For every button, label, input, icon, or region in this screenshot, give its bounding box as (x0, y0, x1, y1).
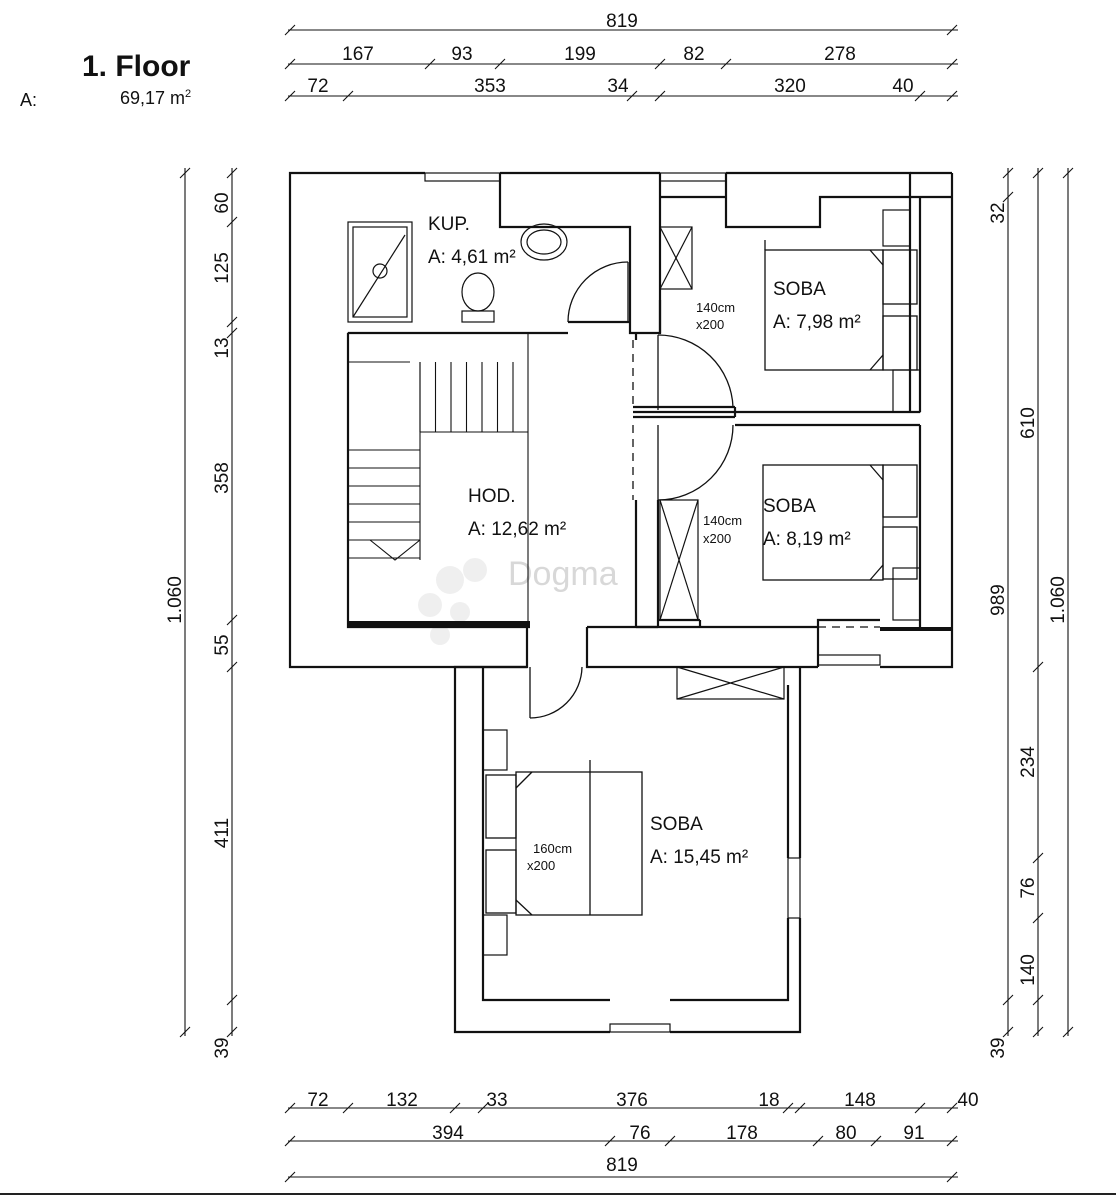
floor-area-superscript: 2 (185, 88, 192, 100)
dim-top2-3: 34 (607, 76, 629, 97)
dim-top-3: 199 (564, 44, 596, 65)
walls (288, 171, 954, 1034)
dim-right-a-2: 989 (988, 584, 1009, 616)
dim-left-total: 1.060 (165, 576, 186, 624)
bed1-length: x200 (696, 317, 724, 332)
dim-bottom-6: 148 (844, 1090, 876, 1111)
room-hod-area: A: 12,62 m² (468, 519, 566, 540)
dim-bottom-total: 819 (606, 1155, 638, 1176)
dim-right-a-3: 39 (988, 1037, 1009, 1058)
room-labels: KUP. A: 4,61 m² HOD. A: 12,62 m² SOBA A:… (428, 214, 861, 868)
floor-title: 1. Floor (82, 50, 191, 83)
dim-top2-1: 72 (307, 76, 328, 97)
floor-area-number: 69,17 m (120, 88, 186, 108)
dim-right-b-1: 610 (1018, 407, 1039, 439)
wall-fills (348, 621, 952, 631)
dim-top-2: 93 (451, 44, 472, 65)
dim-bottom2-2: 76 (629, 1123, 650, 1144)
dim-left-7: 39 (212, 1037, 233, 1058)
dim-top-4: 82 (683, 44, 704, 65)
dim-left-2: 125 (212, 252, 233, 284)
dim-bottom2-1: 394 (432, 1123, 464, 1144)
dim-bottom-4: 376 (616, 1090, 648, 1111)
dim-bottom-1: 72 (307, 1090, 328, 1111)
dim-bottom2-3: 178 (726, 1123, 758, 1144)
watermark-text: Dogma (508, 555, 618, 593)
room-soba2-name: SOBA (763, 496, 816, 517)
dim-top-5: 278 (824, 44, 856, 65)
bed1-width: 140cm (696, 300, 735, 315)
dim-top-total: 819 (606, 11, 638, 32)
dim-bottom-3: 33 (486, 1090, 507, 1111)
dim-left-3: 13 (212, 337, 233, 358)
dim-right-b-3: 76 (1018, 877, 1039, 898)
dim-top2-4: 320 (774, 76, 806, 97)
dim-right-c: 1.060 (1048, 576, 1069, 624)
wardrobes (482, 209, 921, 956)
dim-right-b-2: 234 (1018, 746, 1039, 778)
bottom-divider (0, 1193, 1116, 1195)
dimension-lines (179, 24, 1074, 1183)
dim-top2-2: 353 (474, 76, 506, 97)
room-soba2-area: A: 8,19 m² (763, 529, 851, 550)
bed3-length: x200 (527, 858, 555, 873)
bed2-width: 140cm (703, 513, 742, 528)
bed2-length: x200 (703, 531, 731, 546)
room-soba1-name: SOBA (773, 279, 826, 300)
bed-labels: 140cm x200 140cm x200 160cm x200 (527, 300, 742, 873)
dim-bottom2-5: 91 (903, 1123, 924, 1144)
room-kup-area: A: 4,61 m² (428, 247, 516, 268)
dim-top2-5: 40 (892, 76, 913, 97)
dim-bottom2-4: 80 (835, 1123, 856, 1144)
beds (485, 240, 918, 916)
dim-top-1: 167 (342, 44, 374, 65)
floor-area-value: 69,17 m2 (120, 88, 191, 109)
staircase (347, 332, 529, 628)
windows (424, 172, 881, 1033)
room-hod-name: HOD. (468, 486, 516, 507)
dim-left-6: 411 (212, 818, 233, 848)
dim-left-5: 55 (212, 634, 233, 655)
bed3-width: 160cm (533, 841, 572, 856)
room-kup-name: KUP. (428, 214, 470, 235)
watermark-logo (418, 558, 487, 645)
doors (529, 261, 880, 719)
room-soba1-area: A: 7,98 m² (773, 312, 861, 333)
dim-right-b-4: 140 (1018, 954, 1039, 986)
dim-left-1: 60 (212, 192, 233, 213)
dim-bottom-2: 132 (386, 1090, 418, 1111)
dim-right-a-1: 32 (988, 202, 1009, 223)
dim-left-4: 358 (212, 462, 233, 494)
room-soba3-name: SOBA (650, 814, 703, 835)
dimension-values: 819 167 93 199 82 278 72 353 34 320 40 7… (165, 11, 1069, 1176)
dim-bottom-5: 18 (758, 1090, 779, 1111)
dim-bottom-7: 40 (957, 1090, 978, 1111)
bathroom-fixtures (347, 221, 568, 323)
room-soba3-area: A: 15,45 m² (650, 847, 748, 868)
floor-area-label: A: (20, 90, 38, 110)
